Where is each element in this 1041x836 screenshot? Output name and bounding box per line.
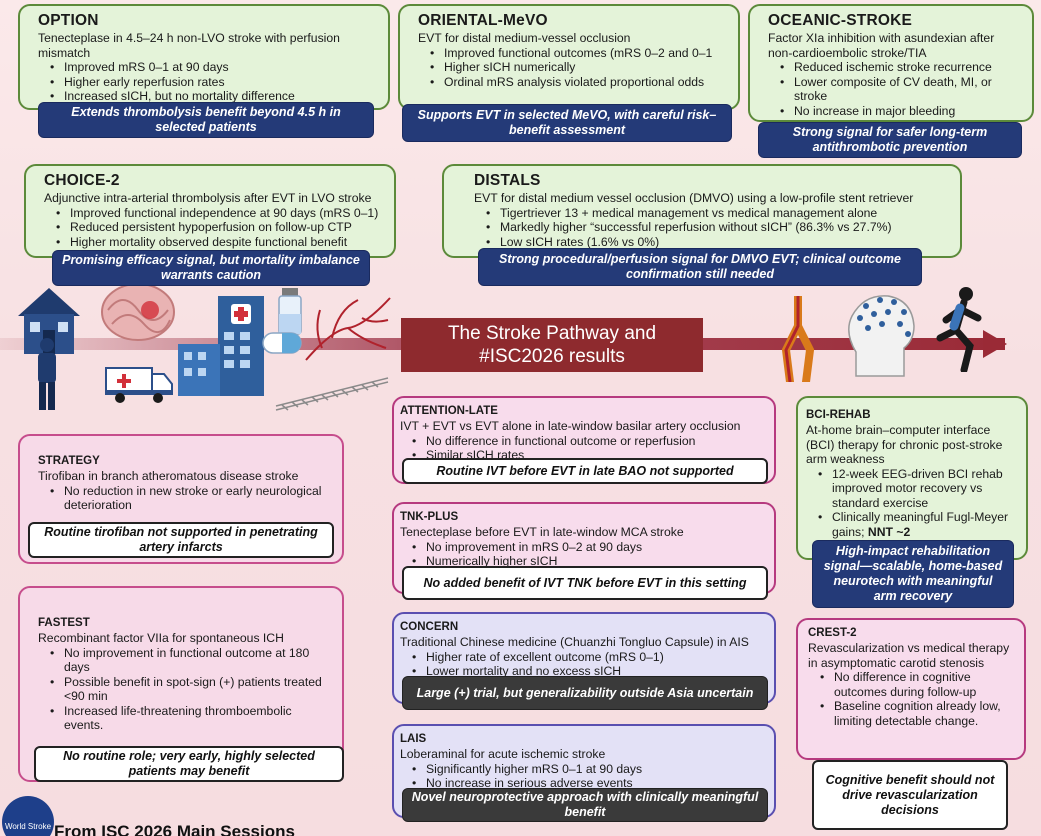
crest-bullet: Baseline cognition already low, limiting…: [808, 699, 1012, 728]
fastest-banner: No routine role; very early, highly sele…: [34, 746, 344, 782]
bci-bullet: 12-week EEG-driven BCI rehab improved mo…: [806, 467, 1014, 511]
house-icon: [18, 288, 80, 354]
oceanic-banner: Strong signal for safer long-term antith…: [758, 122, 1022, 158]
concern-banner: Large (+) trial, but generalizability ou…: [402, 676, 768, 710]
distals-card: DISTALS EVT for distal medium vessel occ…: [442, 164, 962, 258]
footer-text: From ISC 2026 Main Sessions: [54, 822, 295, 836]
distals-banner: Strong procedural/perfusion signal for D…: [478, 248, 922, 286]
lais-bullet: No increase in serious adverse events: [400, 776, 762, 791]
bci-card: BCI-REHAB At-home brain–computer interfa…: [796, 396, 1028, 560]
oriental-title: ORIENTAL-MeVO: [418, 12, 548, 29]
tnk-bullet: Numerically higher sICH: [400, 554, 762, 569]
attention-desc: IVT + EVT vs EVT alone in late-window ba…: [400, 419, 741, 433]
lais-bullet: Significantly higher mRS 0–1 at 90 days: [400, 762, 762, 777]
fastest-bullet: No improvement in functional outcome at …: [38, 646, 330, 675]
tnk-bullet: No improvement in mRS 0–2 at 90 days: [400, 540, 762, 555]
oriental-bullet: Improved functional outcomes (mRS 0–2 an…: [418, 46, 726, 61]
option-banner: Extends thrombolysis benefit beyond 4.5 …: [38, 102, 374, 138]
crest-card: CREST-2 Revascularization vs medical the…: [796, 618, 1026, 760]
attention-title: ATTENTION-LATE: [400, 405, 498, 417]
oriental-desc: EVT for distal medium-vessel occlusion: [418, 31, 631, 45]
choice2-title: CHOICE-2: [44, 172, 120, 189]
person-icon: [38, 338, 56, 410]
distals-title: DISTALS: [474, 172, 541, 189]
choice2-card: CHOICE-2 Adjunctive intra-arterial throm…: [24, 164, 396, 258]
fastest-bullet: Increased life-threatening thromboemboli…: [38, 704, 330, 733]
oriental-bullet: Higher sICH numerically: [418, 60, 726, 75]
pathway-title-line1: The Stroke Pathway and: [447, 323, 657, 344]
lais-desc: Loberaminal for acute ischemic stroke: [400, 747, 606, 761]
strategy-desc: Tirofiban in branch atheromatous disease…: [38, 469, 299, 483]
brain-icon: [101, 283, 175, 341]
distals-bullet: Markedly higher “successful reperfusion …: [474, 220, 948, 235]
option-card: OPTION Tenecteplase in 4.5–24 h non-LVO …: [18, 4, 390, 110]
fastest-title: FASTEST: [38, 617, 90, 629]
eeg-head-icon: [848, 295, 915, 377]
bci-bullet2-text: Clinically meaningful Fugl-Meyer gains;: [832, 510, 1009, 539]
choice2-bullet: Reduced persistent hypoperfusion on foll…: [44, 220, 382, 235]
oceanic-bullet: Reduced ischemic stroke recurrence: [768, 60, 1020, 75]
concern-desc: Traditional Chinese medicine (Chuanzhi T…: [400, 635, 749, 649]
bci-desc: At-home brain–computer interface (BCI) t…: [806, 423, 1003, 466]
lais-title: LAIS: [400, 733, 427, 745]
crest-banner: Cognitive benefit should not drive revas…: [812, 760, 1008, 830]
concern-bullet: Lower mortality and no excess sICH: [400, 664, 762, 679]
choice2-desc: Adjunctive intra-arterial thrombolysis a…: [44, 191, 372, 205]
oceanic-title: OCEANIC-STROKE: [768, 12, 913, 29]
distals-bullet: Low sICH rates (1.6% vs 0%): [474, 235, 948, 250]
concern-bullet: Higher rate of excellent outcome (mRS 0–…: [400, 650, 762, 665]
pill-icon: [262, 332, 302, 354]
bci-title: BCI-REHAB: [806, 409, 871, 421]
choice2-bullet: Higher mortality observed despite functi…: [44, 235, 382, 250]
option-bullet: Improved mRS 0–1 at 90 days: [38, 60, 376, 75]
ambulance-icon: [105, 367, 173, 403]
oceanic-desc: Factor XIa inhibition with asundexian af…: [768, 31, 995, 60]
strategy-title: STRATEGY: [38, 455, 100, 467]
world-stroke-logo: World Stroke: [2, 796, 54, 836]
pathway-title-line2: #ISC2026 results: [479, 346, 625, 367]
distals-bullet: Tigertriever 13 + medical management vs …: [474, 206, 948, 221]
vessels-icon: [305, 297, 391, 361]
crest-title: CREST-2: [808, 627, 857, 639]
pathway-arrow-head: [983, 330, 1007, 358]
distals-desc: EVT for distal medium vessel occlusion (…: [474, 191, 914, 205]
logo-text: World Stroke: [4, 822, 52, 831]
bci-banner: High-impact rehabilitation signal—scalab…: [812, 540, 1014, 608]
lais-banner: Novel neuroprotective approach with clin…: [402, 788, 768, 822]
tnk-title: TNK-PLUS: [400, 511, 459, 523]
vial-icon: [278, 288, 302, 335]
carotid-icon: [781, 296, 815, 382]
crest-bullet: No difference in cognitive outcomes duri…: [808, 670, 1012, 699]
tnk-banner: No added benefit of IVT TNK before EVT i…: [402, 566, 768, 600]
oceanic-bullet: Lower composite of CV death, MI, or stro…: [768, 75, 1020, 104]
tnk-desc: Tenecteplase before EVT in late-window M…: [400, 525, 684, 539]
oceanic-card: OCEANIC-STROKE Factor XIa inhibition wit…: [748, 4, 1034, 122]
option-desc: Tenecteplase in 4.5–24 h non-LVO stroke …: [38, 31, 340, 60]
pathway-title: The Stroke Pathway and #ISC2026 results: [401, 318, 703, 372]
option-title: OPTION: [38, 12, 99, 29]
attention-banner: Routine IVT before EVT in late BAO not s…: [402, 458, 768, 484]
option-bullet: Increased sICH, but no mortality differe…: [38, 89, 376, 104]
choice2-bullet: Improved functional independence at 90 d…: [44, 206, 382, 221]
fastest-bullet: Possible benefit in spot-sign (+) patien…: [38, 675, 330, 704]
choice2-banner: Promising efficacy signal, but mortality…: [52, 250, 370, 286]
fastest-desc: Recombinant factor VIIa for spontaneous …: [38, 631, 284, 645]
stent-icon: [275, 377, 389, 411]
bci-nnt: NNT ~2: [867, 524, 911, 539]
strategy-bullet: No reduction in new stroke or early neur…: [38, 484, 330, 513]
crest-desc: Revascularization vs medical therapy in …: [808, 641, 1010, 670]
bci-bullet: Clinically meaningful Fugl-Meyer gains; …: [806, 510, 1014, 539]
concern-title: CONCERN: [400, 621, 459, 633]
hospital-icon: [178, 296, 264, 396]
strategy-banner: Routine tirofiban not supported in penet…: [28, 522, 334, 558]
runner-icon: [936, 287, 982, 372]
oceanic-bullet: No increase in major bleeding: [768, 104, 1020, 119]
option-bullet: Higher early reperfusion rates: [38, 75, 376, 90]
attention-bullet: No difference in functional outcome or r…: [400, 434, 762, 449]
oriental-banner: Supports EVT in selected MeVO, with care…: [402, 104, 732, 142]
oriental-card: ORIENTAL-MeVO EVT for distal medium-vess…: [398, 4, 740, 110]
oriental-bullet: Ordinal mRS analysis violated proportion…: [418, 75, 726, 90]
